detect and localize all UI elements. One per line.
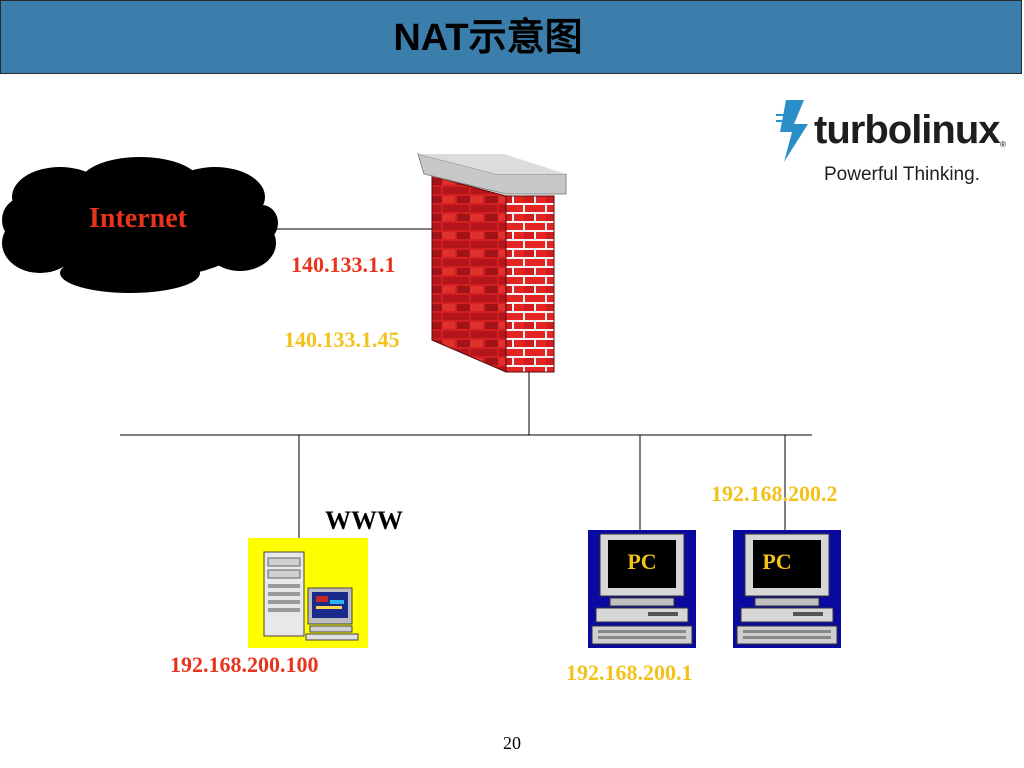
firewall-icon [417,153,567,373]
turbolinux-logo: turbolinux ® Powerful Thinking. [776,100,1016,192]
www-server-icon [248,538,368,648]
title-bar: NAT示意图 [0,0,1022,74]
registered-mark: ® [1000,140,1006,149]
pc2-computer-icon [733,530,841,648]
pc1-ip: 192.168.200.1 [566,660,693,685]
lightning-bolt-icon [776,100,808,162]
pc1-screen-label: PC [627,549,657,574]
logo-brand-text: turbolinux [814,108,1001,152]
pc2-ip: 192.168.200.2 [711,481,838,506]
slide-title: NAT示意图 [393,17,583,59]
www-label: WWW [325,506,403,535]
logo-tagline: Powerful Thinking. [824,164,980,185]
internet-label: Internet [89,203,187,234]
pc1-computer-icon [588,530,696,648]
firewall-internal-ip: 140.133.1.45 [284,327,400,352]
pc2-screen-label: PC [762,549,792,574]
firewall-external-ip: 140.133.1.1 [291,252,396,277]
page-number: 20 [503,733,521,753]
internet-cloud-icon [2,157,278,293]
www-server-ip: 192.168.200.100 [170,652,319,677]
